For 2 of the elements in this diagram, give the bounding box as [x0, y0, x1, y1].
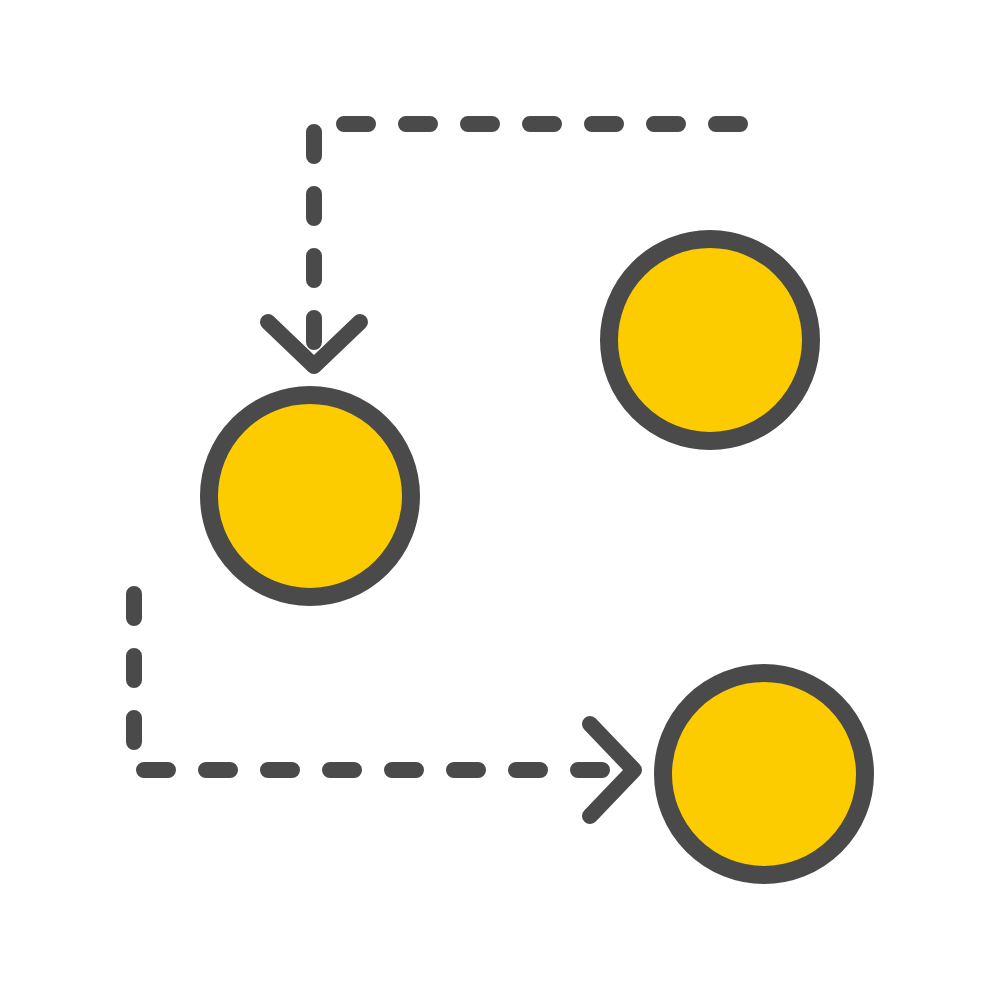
dashed-arrow [260, 116, 748, 374]
dashed-arrow [126, 586, 642, 824]
